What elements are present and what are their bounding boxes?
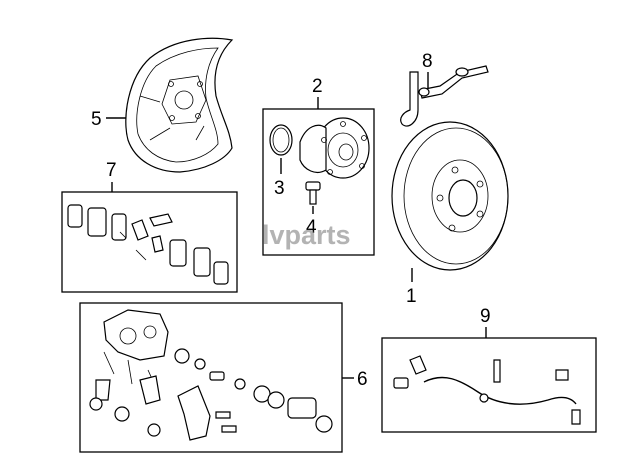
o-ring-part[interactable] bbox=[269, 124, 293, 156]
callout-9: 9 bbox=[480, 306, 491, 327]
caliper-assembly-part[interactable] bbox=[89, 309, 333, 441]
callout-4: 4 bbox=[306, 217, 317, 238]
callout-6: 6 bbox=[357, 369, 368, 390]
speed-sensor-part[interactable] bbox=[393, 355, 581, 425]
callout-8: 8 bbox=[422, 51, 433, 72]
sensor-box bbox=[381, 337, 597, 433]
pad-set-box bbox=[61, 191, 238, 293]
hub-bearing-part[interactable] bbox=[299, 117, 370, 179]
callout-3: 3 bbox=[274, 178, 285, 199]
callout-1: 1 bbox=[406, 286, 417, 307]
hub-box bbox=[262, 108, 375, 256]
callout-7: 7 bbox=[106, 160, 117, 181]
callout-2: 2 bbox=[312, 76, 323, 97]
watermark: lvparts bbox=[262, 220, 351, 250]
hub-bolt-part[interactable] bbox=[305, 181, 321, 205]
bracket-part[interactable] bbox=[400, 65, 489, 127]
brake-disc-part[interactable] bbox=[391, 121, 509, 271]
brake-pad-set-part[interactable] bbox=[67, 204, 229, 285]
splash-shield-part[interactable] bbox=[125, 37, 234, 173]
callout-5: 5 bbox=[91, 109, 102, 130]
